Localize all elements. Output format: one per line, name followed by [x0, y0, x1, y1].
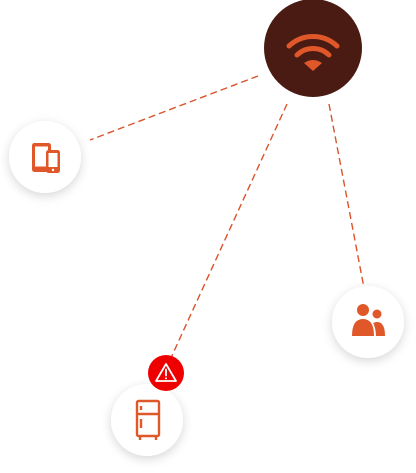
device-node-phone-tablet[interactable] — [9, 121, 81, 193]
wifi-icon — [286, 34, 340, 71]
refrigerator-icon — [135, 399, 161, 440]
connector-hub-to-refrigerator — [169, 103, 288, 361]
device-node-users[interactable] — [332, 286, 404, 358]
hub-node[interactable] — [264, 0, 362, 97]
warning-icon — [155, 363, 177, 382]
device-node-refrigerator[interactable] — [111, 384, 183, 456]
users-icon — [350, 302, 385, 338]
connector-hub-to-phone-tablet — [89, 75, 259, 141]
alert-badge[interactable] — [148, 355, 184, 391]
connector-hub-to-users — [328, 103, 365, 289]
phone-tablet-icon — [32, 143, 60, 173]
